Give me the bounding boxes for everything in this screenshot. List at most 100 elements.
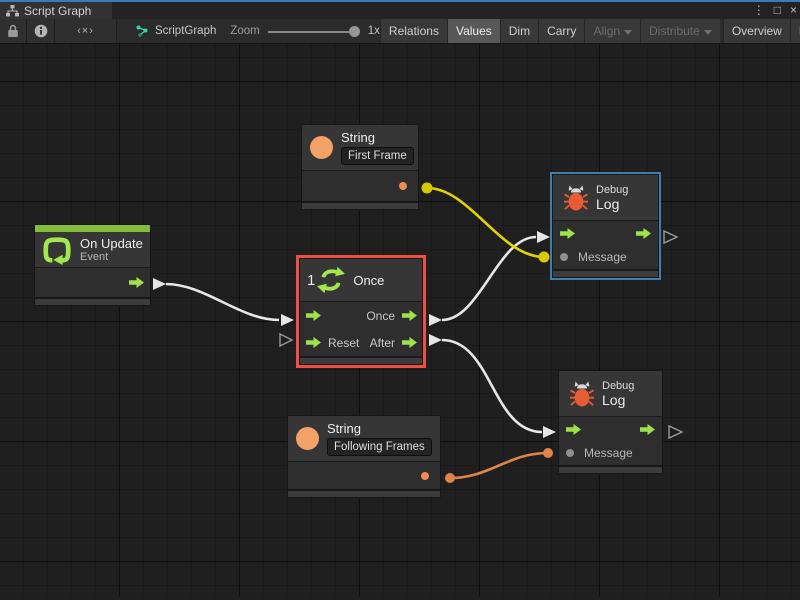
value-connector-dot — [421, 182, 433, 194]
tab-title: Script Graph — [24, 3, 92, 18]
flow-connector-triangle — [429, 334, 442, 346]
node-subtitle: Debug — [596, 183, 629, 196]
tab-script-graph[interactable]: Script Graph — [0, 2, 112, 19]
zoom-label: Zoom — [230, 25, 260, 37]
node-footer — [302, 201, 418, 209]
flow-connector-triangle — [543, 426, 556, 438]
string-value-field[interactable]: First Frame — [341, 147, 414, 165]
value-connector-dot — [543, 448, 553, 458]
window-menu-icon[interactable]: ⋮ — [752, 3, 765, 17]
wire-string-to-message-yellow — [426, 186, 545, 259]
distribute-dropdown[interactable]: Distribute — [640, 19, 720, 43]
empty-flow-connector[interactable] — [663, 229, 679, 245]
bug-icon — [570, 381, 594, 406]
event-accent-bar — [35, 225, 150, 232]
lock-button[interactable] — [0, 19, 27, 43]
flow-output-port[interactable] — [129, 277, 144, 288]
zoom-slider[interactable] — [267, 19, 360, 44]
node-debug-log-bottom[interactable]: Debug Log Message — [558, 370, 663, 474]
value-connector-dot — [445, 473, 455, 483]
flow-input-port[interactable] — [306, 310, 321, 321]
node-subtitle: Debug — [602, 379, 635, 392]
flow-output-port[interactable] — [402, 310, 417, 321]
port-label-after: After — [369, 335, 395, 350]
edit-script-button[interactable]: ‹×› — [55, 19, 117, 43]
message-input-port[interactable] — [566, 449, 574, 457]
window-controls: ⋮ □ × — [753, 2, 797, 19]
port-label-once: Once — [366, 308, 395, 323]
node-title: On Update — [80, 236, 143, 251]
align-dropdown[interactable]: Align — [584, 19, 641, 43]
flow-input-port[interactable] — [560, 227, 575, 239]
string-value-field[interactable]: Following Frames — [327, 438, 432, 456]
value-connector-dot — [538, 251, 550, 263]
message-input-port[interactable] — [560, 253, 568, 261]
bug-icon — [564, 185, 588, 210]
zoom-slider-handle[interactable] — [348, 25, 360, 37]
node-title: String — [327, 421, 361, 436]
code-icon: ‹×› — [77, 25, 94, 37]
wires-overlay — [153, 182, 684, 483]
carry-button[interactable]: Carry — [538, 19, 585, 43]
flow-connector-triangle — [153, 278, 166, 290]
node-title: Log — [602, 391, 626, 408]
empty-flow-connector[interactable] — [668, 424, 684, 440]
graph-canvas[interactable]: String First Frame On Update Event — [0, 44, 800, 597]
port-label-message: Message — [584, 446, 633, 460]
wire-once-to-debug-top — [441, 235, 537, 322]
node-title: Once — [353, 272, 385, 288]
graph-breadcrumb[interactable]: ScriptGraph — [135, 19, 216, 43]
flow-connector-triangle — [281, 314, 294, 326]
flow-input-port-reset[interactable] — [306, 337, 321, 348]
dim-button[interactable]: Dim — [499, 19, 539, 43]
string-type-icon — [296, 427, 319, 450]
wire-string-to-message-orange — [449, 451, 549, 480]
info-button[interactable] — [27, 19, 55, 43]
zoom-control: Zoom 1x — [230, 19, 380, 43]
toolbar-right-group: Relations Values Dim Carry Align Distrib… — [379, 19, 800, 43]
node-footer — [300, 356, 422, 364]
relations-button[interactable]: Relations — [379, 19, 447, 43]
node-footer — [288, 489, 440, 497]
flow-output-port-after[interactable] — [402, 337, 417, 348]
node-string-first-frame[interactable]: String First Frame — [301, 124, 419, 210]
flow-output-port[interactable] — [636, 227, 651, 239]
overview-button[interactable]: Overview — [722, 19, 790, 43]
toolbar: ‹×› ScriptGraph Zoom 1x Relations Values… — [0, 19, 800, 44]
string-type-icon — [310, 136, 333, 159]
on-update-loop-icon — [43, 236, 71, 265]
empty-flow-connector[interactable] — [279, 332, 294, 348]
node-title: Log — [596, 195, 620, 212]
zoom-value: 1x — [367, 25, 380, 37]
info-icon — [34, 24, 47, 38]
node-on-update-event[interactable]: On Update Event — [34, 224, 151, 306]
node-footer — [35, 297, 150, 305]
zoom-slider-track[interactable] — [267, 30, 352, 33]
toolbar-left-group: ‹×› — [0, 19, 117, 43]
full-screen-button[interactable]: Full Screen — [789, 19, 800, 43]
node-subtitle: Event — [80, 251, 109, 263]
node-footer — [553, 269, 658, 277]
port-label-message: Message — [578, 250, 627, 264]
node-title: String — [341, 130, 375, 145]
string-output-port[interactable] — [421, 471, 429, 480]
flow-connector-triangle — [537, 231, 550, 243]
node-debug-log-top[interactable]: Debug Log Message — [550, 172, 661, 280]
once-cycle-icon — [317, 266, 346, 294]
tab-bar: Script Graph ⋮ □ × — [0, 0, 800, 19]
script-graph-icon — [136, 25, 148, 37]
string-output-port[interactable] — [399, 182, 407, 190]
node-footer — [559, 465, 662, 473]
maximize-icon[interactable]: □ — [773, 3, 781, 17]
lock-icon — [8, 24, 18, 37]
node-once[interactable]: 1 Once Once — [296, 255, 426, 368]
flow-output-port[interactable] — [640, 423, 655, 435]
chevron-down-icon — [703, 29, 712, 35]
node-string-following-frames[interactable]: String Following Frames — [287, 415, 441, 498]
flow-input-port[interactable] — [566, 423, 581, 435]
close-icon[interactable]: × — [789, 3, 797, 17]
values-button[interactable]: Values — [446, 19, 500, 43]
wire-after-to-debug-bottom — [441, 338, 543, 434]
chevron-down-icon — [624, 29, 633, 35]
